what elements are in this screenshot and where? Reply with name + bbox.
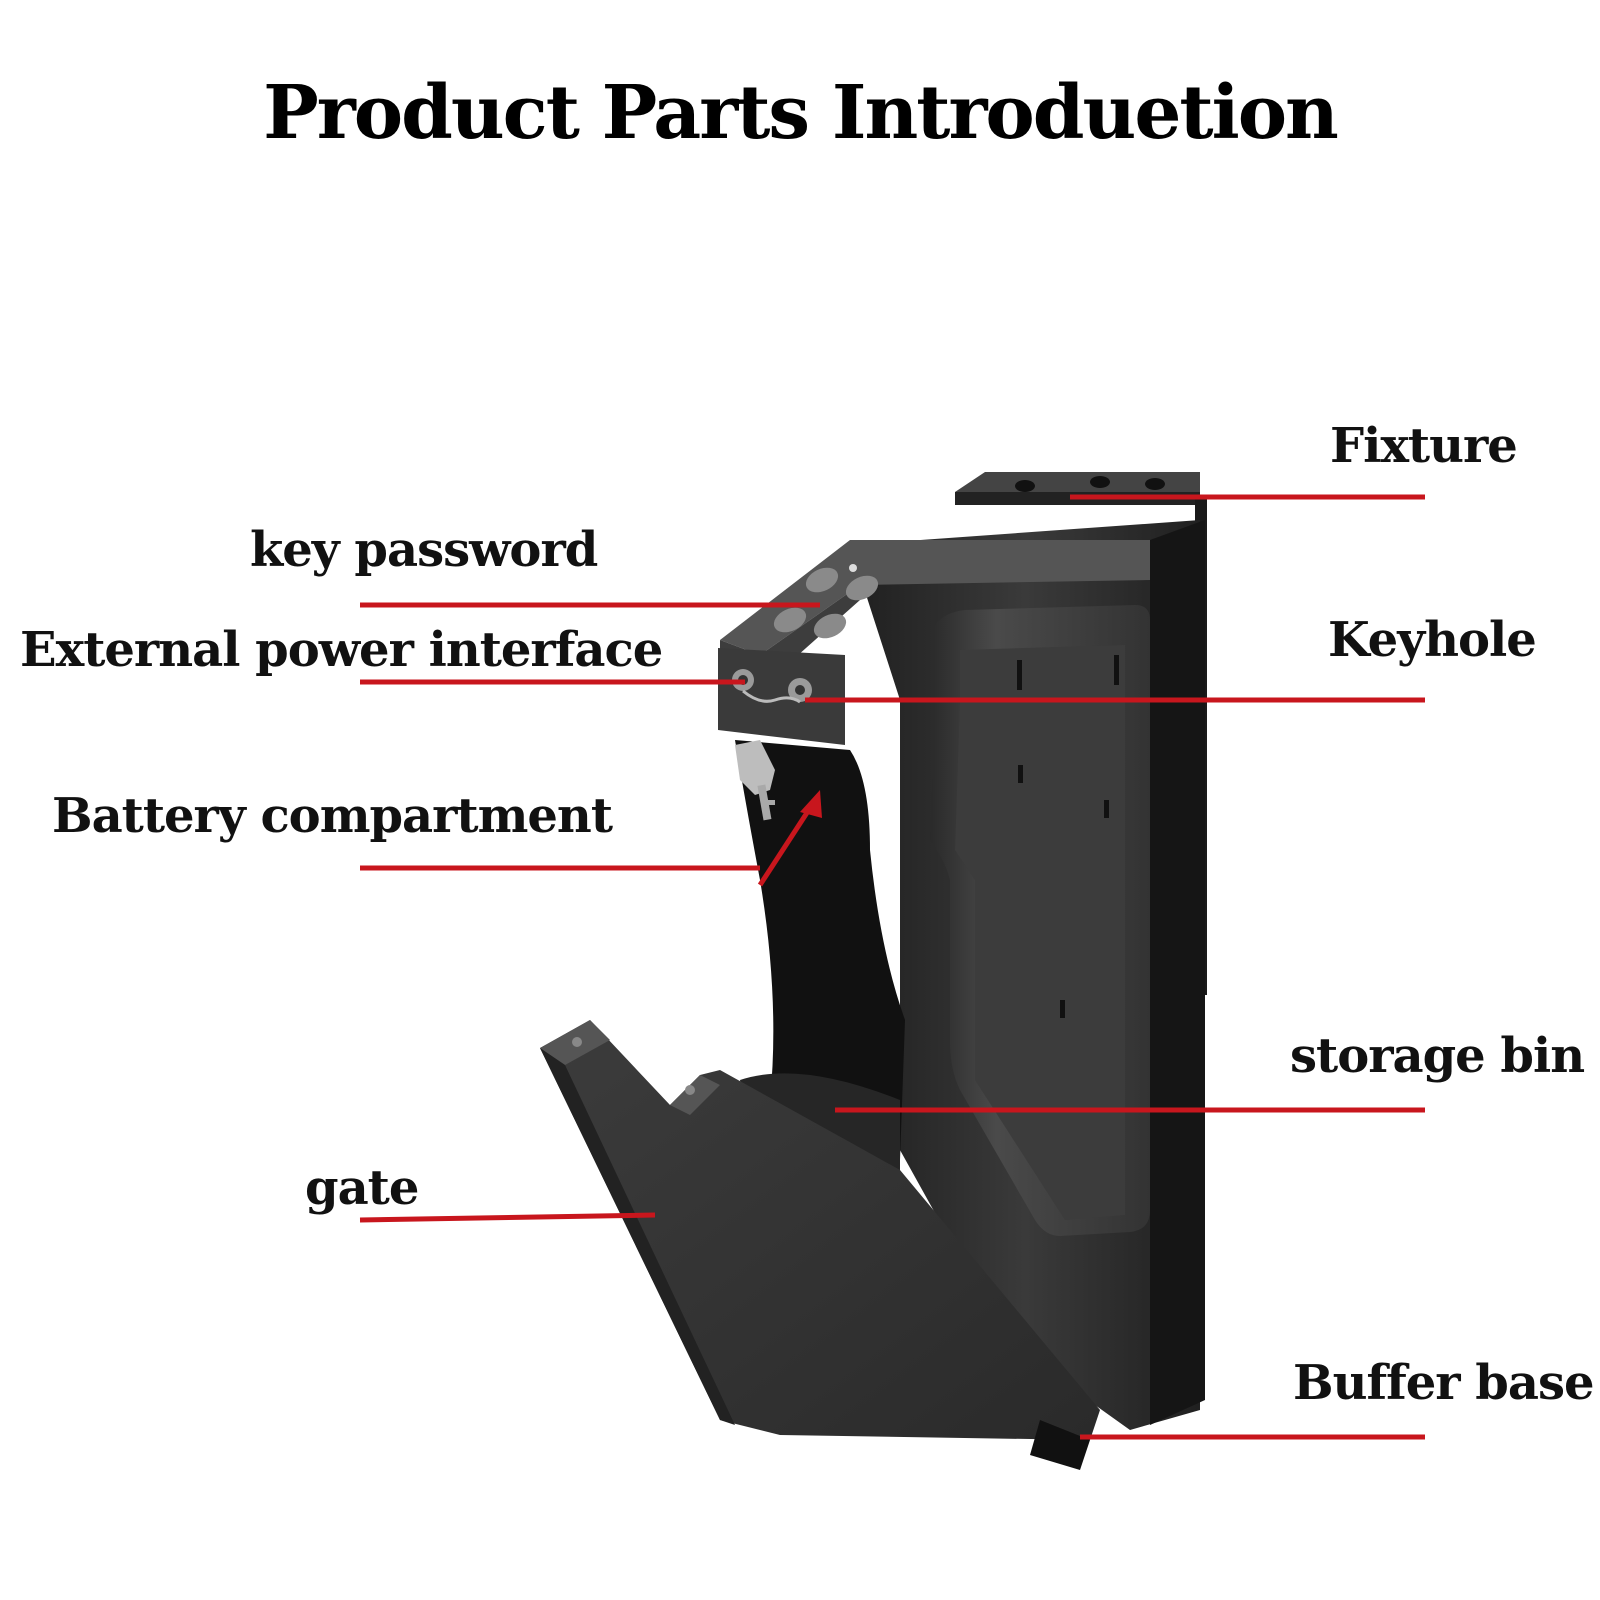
keypad xyxy=(773,564,879,639)
label-gate: gate xyxy=(305,1160,419,1216)
label-key-password: key password xyxy=(250,522,598,578)
battery-arrow xyxy=(757,790,822,887)
buffer-base xyxy=(1030,1420,1090,1470)
label-keyhole: Keyhole xyxy=(1328,612,1537,668)
key-icon xyxy=(735,740,775,821)
label-external-power: External power interface xyxy=(20,622,663,678)
label-fixture: Fixture xyxy=(1330,418,1518,474)
label-storage-bin: storage bin xyxy=(1290,1028,1585,1084)
leader-lines xyxy=(359,494,1425,1440)
label-battery: Battery compartment xyxy=(52,788,613,844)
gate-door xyxy=(540,1020,1100,1440)
leader-gate xyxy=(359,1212,656,1223)
label-buffer-base: Buffer base xyxy=(1293,1355,1595,1411)
page-title: Product Parts Introduetion xyxy=(263,70,1339,156)
